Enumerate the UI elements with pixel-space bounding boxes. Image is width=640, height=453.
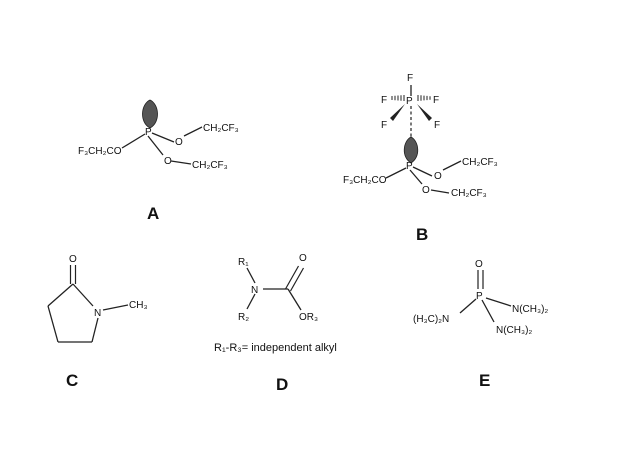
bond-b-o-ch2-right: [442, 160, 462, 171]
atom-a-o-bottom: O: [164, 156, 172, 167]
molecule-c: O N CH₃ C: [47, 254, 148, 390]
bond-d-co-2: [289, 267, 305, 292]
bond-c-ring-4: [91, 317, 99, 343]
bond-b-p-o-left: [385, 167, 407, 179]
bond-b-o-ch2-bottom: [430, 189, 450, 194]
caption-d: D: [276, 375, 288, 394]
bond-e-p-n-left: [459, 298, 477, 314]
atom-e-n-left: (H₃C)₂N: [413, 314, 449, 325]
hashed-bond-b-left: [391, 95, 405, 101]
molecule-b: F F F F F P P O CH₂CF₃ F₃CH₂CO O CH₂CF₃ …: [343, 73, 498, 244]
atom-c-n: N: [94, 308, 101, 319]
atom-b-f3ch2co: F₃CH₂CO: [343, 175, 387, 186]
lone-pair-orbital-a: [142, 99, 158, 129]
atom-b-f-left: F: [381, 95, 387, 106]
bond-c-ring-5: [72, 283, 94, 307]
wedge-bond-b-lowleft: [390, 104, 405, 121]
bond-c-n-ch3: [102, 304, 129, 311]
atom-b-p: P: [406, 161, 413, 172]
atom-b-o-right: O: [434, 171, 442, 182]
molecule-a: P O CH₂CF₃ F₃CH₂CO O CH₂CF₃ A: [78, 99, 239, 223]
lone-pair-orbital-b: [403, 136, 419, 164]
atom-b-ch2cf3-bottom: CH₂CF₃: [451, 188, 487, 199]
atom-e-n-bottom: N(CH₃)₂: [496, 325, 532, 336]
atom-a-ch2cf3-right: CH₂CF₃: [203, 123, 239, 134]
atom-a-f3ch2co: F₃CH₂CO: [78, 146, 122, 157]
atom-b-f-lowright: F: [434, 120, 440, 131]
atom-d-or3: OR₃: [299, 312, 318, 323]
atom-e-p: P: [476, 291, 483, 302]
atom-b-f-lowleft: F: [381, 120, 387, 131]
atom-c-ch3: CH₃: [129, 300, 148, 311]
atom-d-r2: R₂: [238, 312, 249, 323]
atom-e-n-right: N(CH₃)₂: [512, 304, 548, 315]
atom-d-n: N: [251, 285, 258, 296]
molecule-e: O P (H₃C)₂N N(CH₃)₂ N(CH₃)₂ E: [413, 259, 548, 390]
atom-b-p-top: P: [406, 96, 413, 107]
bond-a-o-ch2-right: [183, 126, 203, 137]
bond-a-p-o-right: [151, 132, 175, 143]
atom-a-ch2cf3-bottom: CH₂CF₃: [192, 160, 228, 171]
bond-d-r1-n: [246, 267, 256, 284]
caption-c: C: [66, 371, 78, 390]
caption-b: B: [416, 225, 428, 244]
bond-b-p-o-bottom: [409, 169, 423, 185]
bond-d-co-1: [284, 265, 300, 290]
hashed-bond-b-right: [417, 95, 431, 101]
bond-a-p-o-left: [121, 133, 146, 149]
atom-c-o: O: [69, 254, 77, 265]
note-d-alkyl: R₁-R₃= independent alkyl: [214, 342, 337, 354]
bond-a-o-ch2-bottom: [170, 160, 192, 165]
bond-a-p-o-bottom: [147, 135, 164, 156]
caption-e: E: [479, 371, 490, 390]
molecule-d: R₁ R₂ N O OR₃ R₁-R₃= independent alkyl D: [214, 253, 337, 394]
bond-d-n-r2: [246, 293, 256, 310]
caption-a: A: [147, 204, 159, 223]
wedge-bond-b-lowright: [417, 104, 432, 121]
atom-e-o: O: [475, 259, 483, 270]
bond-c-ring-2: [47, 305, 59, 343]
atom-d-r1: R₁: [238, 257, 249, 268]
atom-b-o-bottom: O: [422, 185, 430, 196]
bond-d-c-or3: [287, 288, 302, 311]
bond-e-p-n-right: [485, 297, 512, 307]
atom-b-f-top: F: [407, 73, 413, 84]
bond-c-ring-1: [47, 283, 74, 307]
bond-e-p-n-bottom: [481, 299, 495, 323]
atom-b-f-right: F: [433, 95, 439, 106]
atom-a-p: P: [145, 127, 152, 138]
atom-a-o-right: O: [175, 137, 183, 148]
atom-b-ch2cf3-right: CH₂CF₃: [462, 157, 498, 168]
bond-b-p-o-right: [412, 166, 433, 177]
atom-d-o-top: O: [299, 253, 307, 264]
